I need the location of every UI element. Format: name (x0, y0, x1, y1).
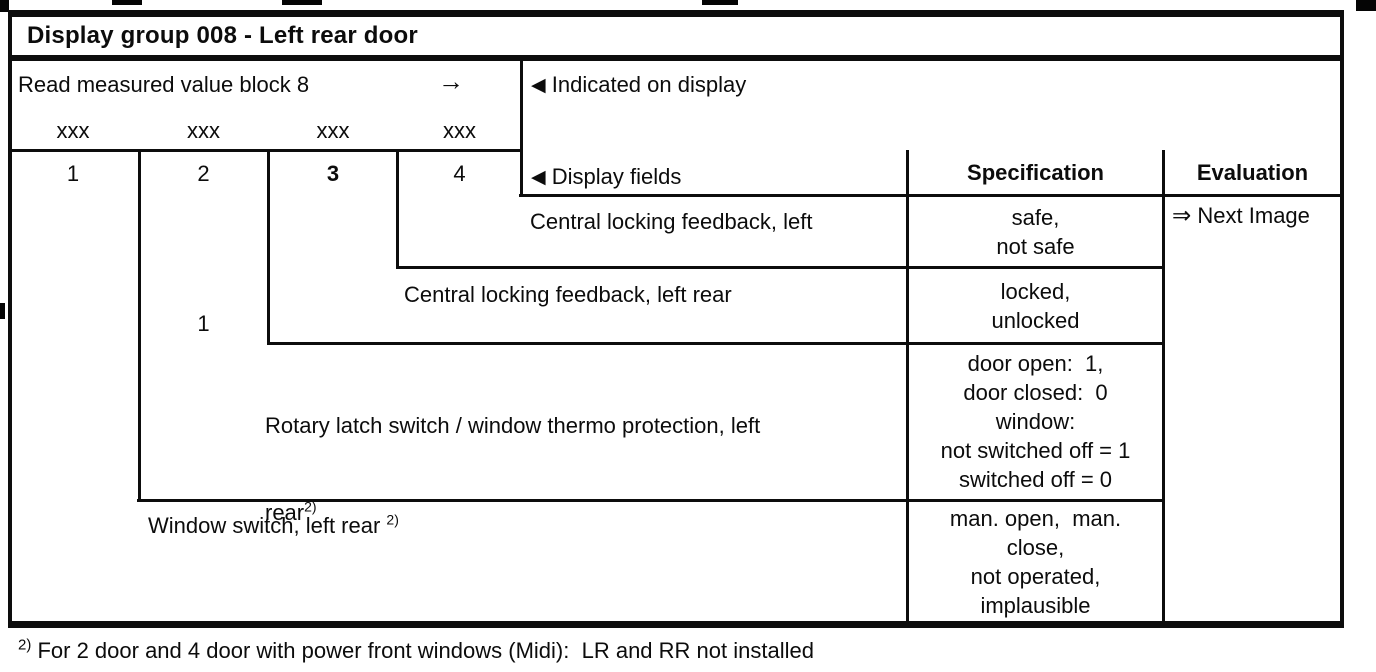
row-description: Window switch, left rear 2) (148, 512, 399, 539)
field-number-4: 4 (453, 161, 466, 186)
display-fields-label: ◀ Display fields (531, 163, 681, 192)
field-number-1: 1 (66, 161, 80, 186)
left-triangle-icon: ◀ (531, 75, 546, 96)
display-fields-label-text: Display fields (551, 164, 682, 189)
footnote-reference: 2) (304, 498, 317, 515)
field2-staircase-line (138, 149, 141, 501)
spec-line: unlocked (991, 307, 1080, 333)
evaluation-next-image: ⇒ Next Image (1172, 202, 1310, 229)
spec-cell: safe, not safe (909, 197, 1162, 266)
spec-left-divider (906, 150, 909, 624)
row1-bottom-line (396, 266, 1165, 269)
field-number-2: 2 (197, 161, 210, 186)
spec-line: man. open, man. (949, 505, 1122, 531)
fields-right-line (520, 58, 523, 197)
spec-cell: door open: 1, door closed: 0 window: not… (909, 345, 1162, 497)
field-2-value: 1 (197, 311, 210, 336)
spec-line: door closed: 0 (963, 379, 1108, 405)
row-description-line-text: rear (265, 500, 305, 525)
spec-line: not switched off = 1 (940, 437, 1131, 463)
spec-cell: locked, unlocked (909, 269, 1162, 342)
scan-artifact (282, 0, 322, 5)
indicated-label-text: Indicated on display (551, 72, 747, 97)
field3-staircase-line (267, 149, 270, 345)
scan-artifact (112, 0, 142, 5)
table-border-bottom (8, 621, 1344, 628)
title-underline (8, 55, 1344, 61)
double-arrow-icon: ⇒ (1172, 202, 1192, 228)
row-description-line: rear2) (265, 498, 760, 527)
spec-line: not operated, (970, 563, 1101, 589)
spec-line: switched off = 0 (958, 466, 1113, 492)
spec-line: not safe (996, 233, 1075, 259)
footnote: 2) For 2 door and 4 door with power fron… (18, 638, 814, 664)
display-value: xxx (316, 118, 350, 143)
spec-line: safe, (1011, 204, 1060, 230)
scan-artifact (1356, 0, 1376, 11)
scan-artifact (0, 0, 9, 12)
read-measured-value-label: Read measured value block 8 (18, 72, 310, 97)
table-border-left (8, 10, 12, 628)
spec-line: implausible (980, 592, 1091, 618)
row-description: Central locking feedback, left (530, 209, 813, 234)
row-description: Central locking feedback, left rear (404, 282, 732, 307)
page-title: Display group 008 - Left rear door (27, 22, 418, 49)
display-value: xxx (187, 118, 220, 143)
table-border-right (1340, 10, 1344, 628)
table-border-top (8, 10, 1344, 17)
footnote-reference: 2) (18, 636, 32, 654)
field4-staircase-line (396, 149, 399, 269)
row-description: Rotary latch switch / window thermo prot… (265, 353, 760, 585)
field-boxes-top-line (9, 149, 522, 152)
row3-bottom-line (137, 499, 1165, 502)
row-description-line: Rotary latch switch / window thermo prot… (265, 413, 761, 438)
footnote-text: For 2 door and 4 door with power front w… (37, 638, 814, 663)
evaluation-column-header: Evaluation (1196, 160, 1309, 185)
display-value: xxx (56, 118, 90, 143)
spec-line: door open: 1, (967, 350, 1104, 376)
field-number-3: 3 (326, 161, 340, 186)
row-description-text: Window switch, left rear (148, 513, 381, 538)
spec-line: close, (1006, 534, 1065, 560)
spec-right-divider (1162, 150, 1165, 624)
spec-cell: man. open, man. close, not operated, imp… (909, 502, 1162, 621)
indicated-on-display-label: ◀ Indicated on display (531, 71, 746, 100)
spec-line: locked, (1000, 278, 1071, 304)
spec-line: window: (995, 408, 1076, 434)
specification-column-header: Specification (967, 160, 1104, 185)
scan-artifact (0, 303, 5, 319)
display-value: xxx (443, 118, 476, 143)
header-bottom-line (519, 194, 1342, 197)
right-arrow-icon: → (438, 66, 464, 96)
left-triangle-icon: ◀ (531, 167, 546, 188)
row2-bottom-line (267, 342, 1165, 345)
scan-artifact (702, 0, 738, 5)
footnote-reference: 2) (386, 511, 399, 528)
next-image-label: Next Image (1197, 203, 1310, 228)
